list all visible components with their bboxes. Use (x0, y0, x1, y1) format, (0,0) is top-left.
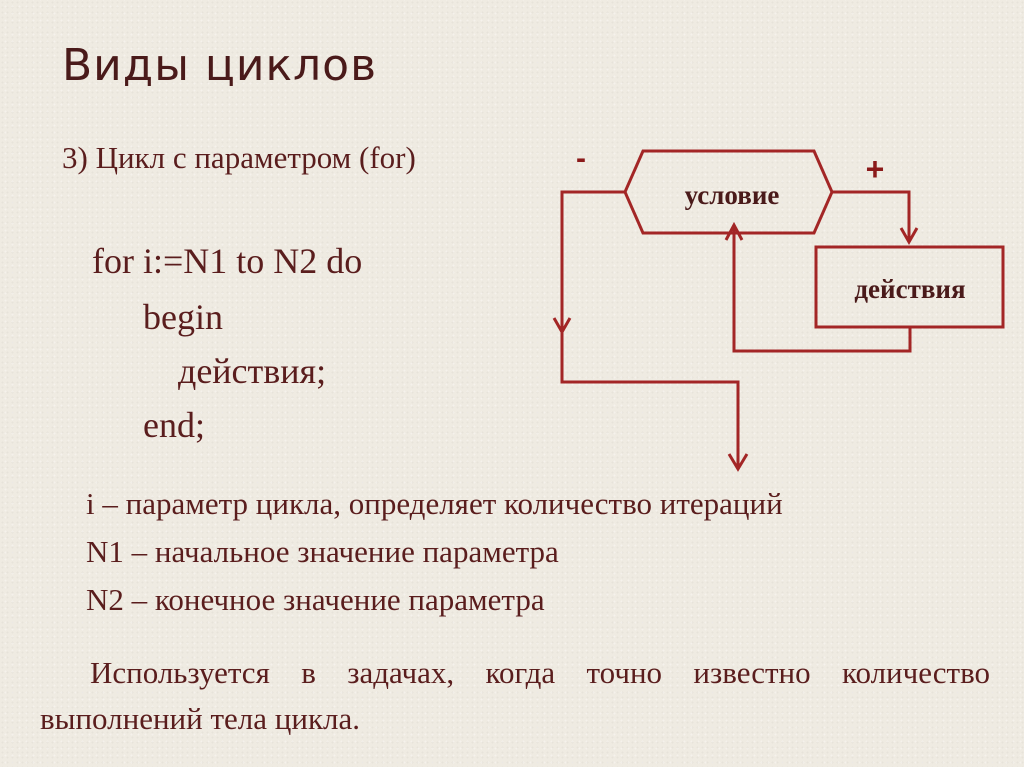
code-line-begin: begin (143, 297, 223, 337)
code-line-for: for i:=N1 to N2 do (92, 241, 363, 281)
false-branch-line (560, 190, 740, 467)
code-line-actions: действия; (178, 351, 327, 391)
description-n1: N1 – начальное значение параметра (86, 534, 559, 569)
loop-back-line (732, 228, 912, 353)
true-branch-arrow (899, 227, 919, 246)
condition-label: условие (685, 180, 780, 210)
exit-arrow (727, 453, 749, 472)
minus-sign: - (576, 142, 586, 175)
slide-subtitle: 3) Цикл с параметром (for) (62, 140, 416, 175)
description-i: i – параметр цикла, определяет количеств… (86, 486, 783, 521)
action-label: действия (854, 274, 965, 304)
description-n2: N2 – конечное значение параметра (86, 582, 545, 617)
usage-text: Используется в задачах, когда точно изве… (40, 655, 990, 736)
code-line-end: end; (143, 405, 205, 445)
true-branch-line (832, 190, 911, 240)
slide-title: Виды циклов (62, 40, 378, 91)
usage-paragraph: Используется в задачах, когда точно изве… (40, 650, 990, 742)
plus-sign: + (866, 151, 885, 187)
false-branch-mid-arrow (552, 317, 572, 336)
loop-back-arrow (724, 221, 744, 241)
